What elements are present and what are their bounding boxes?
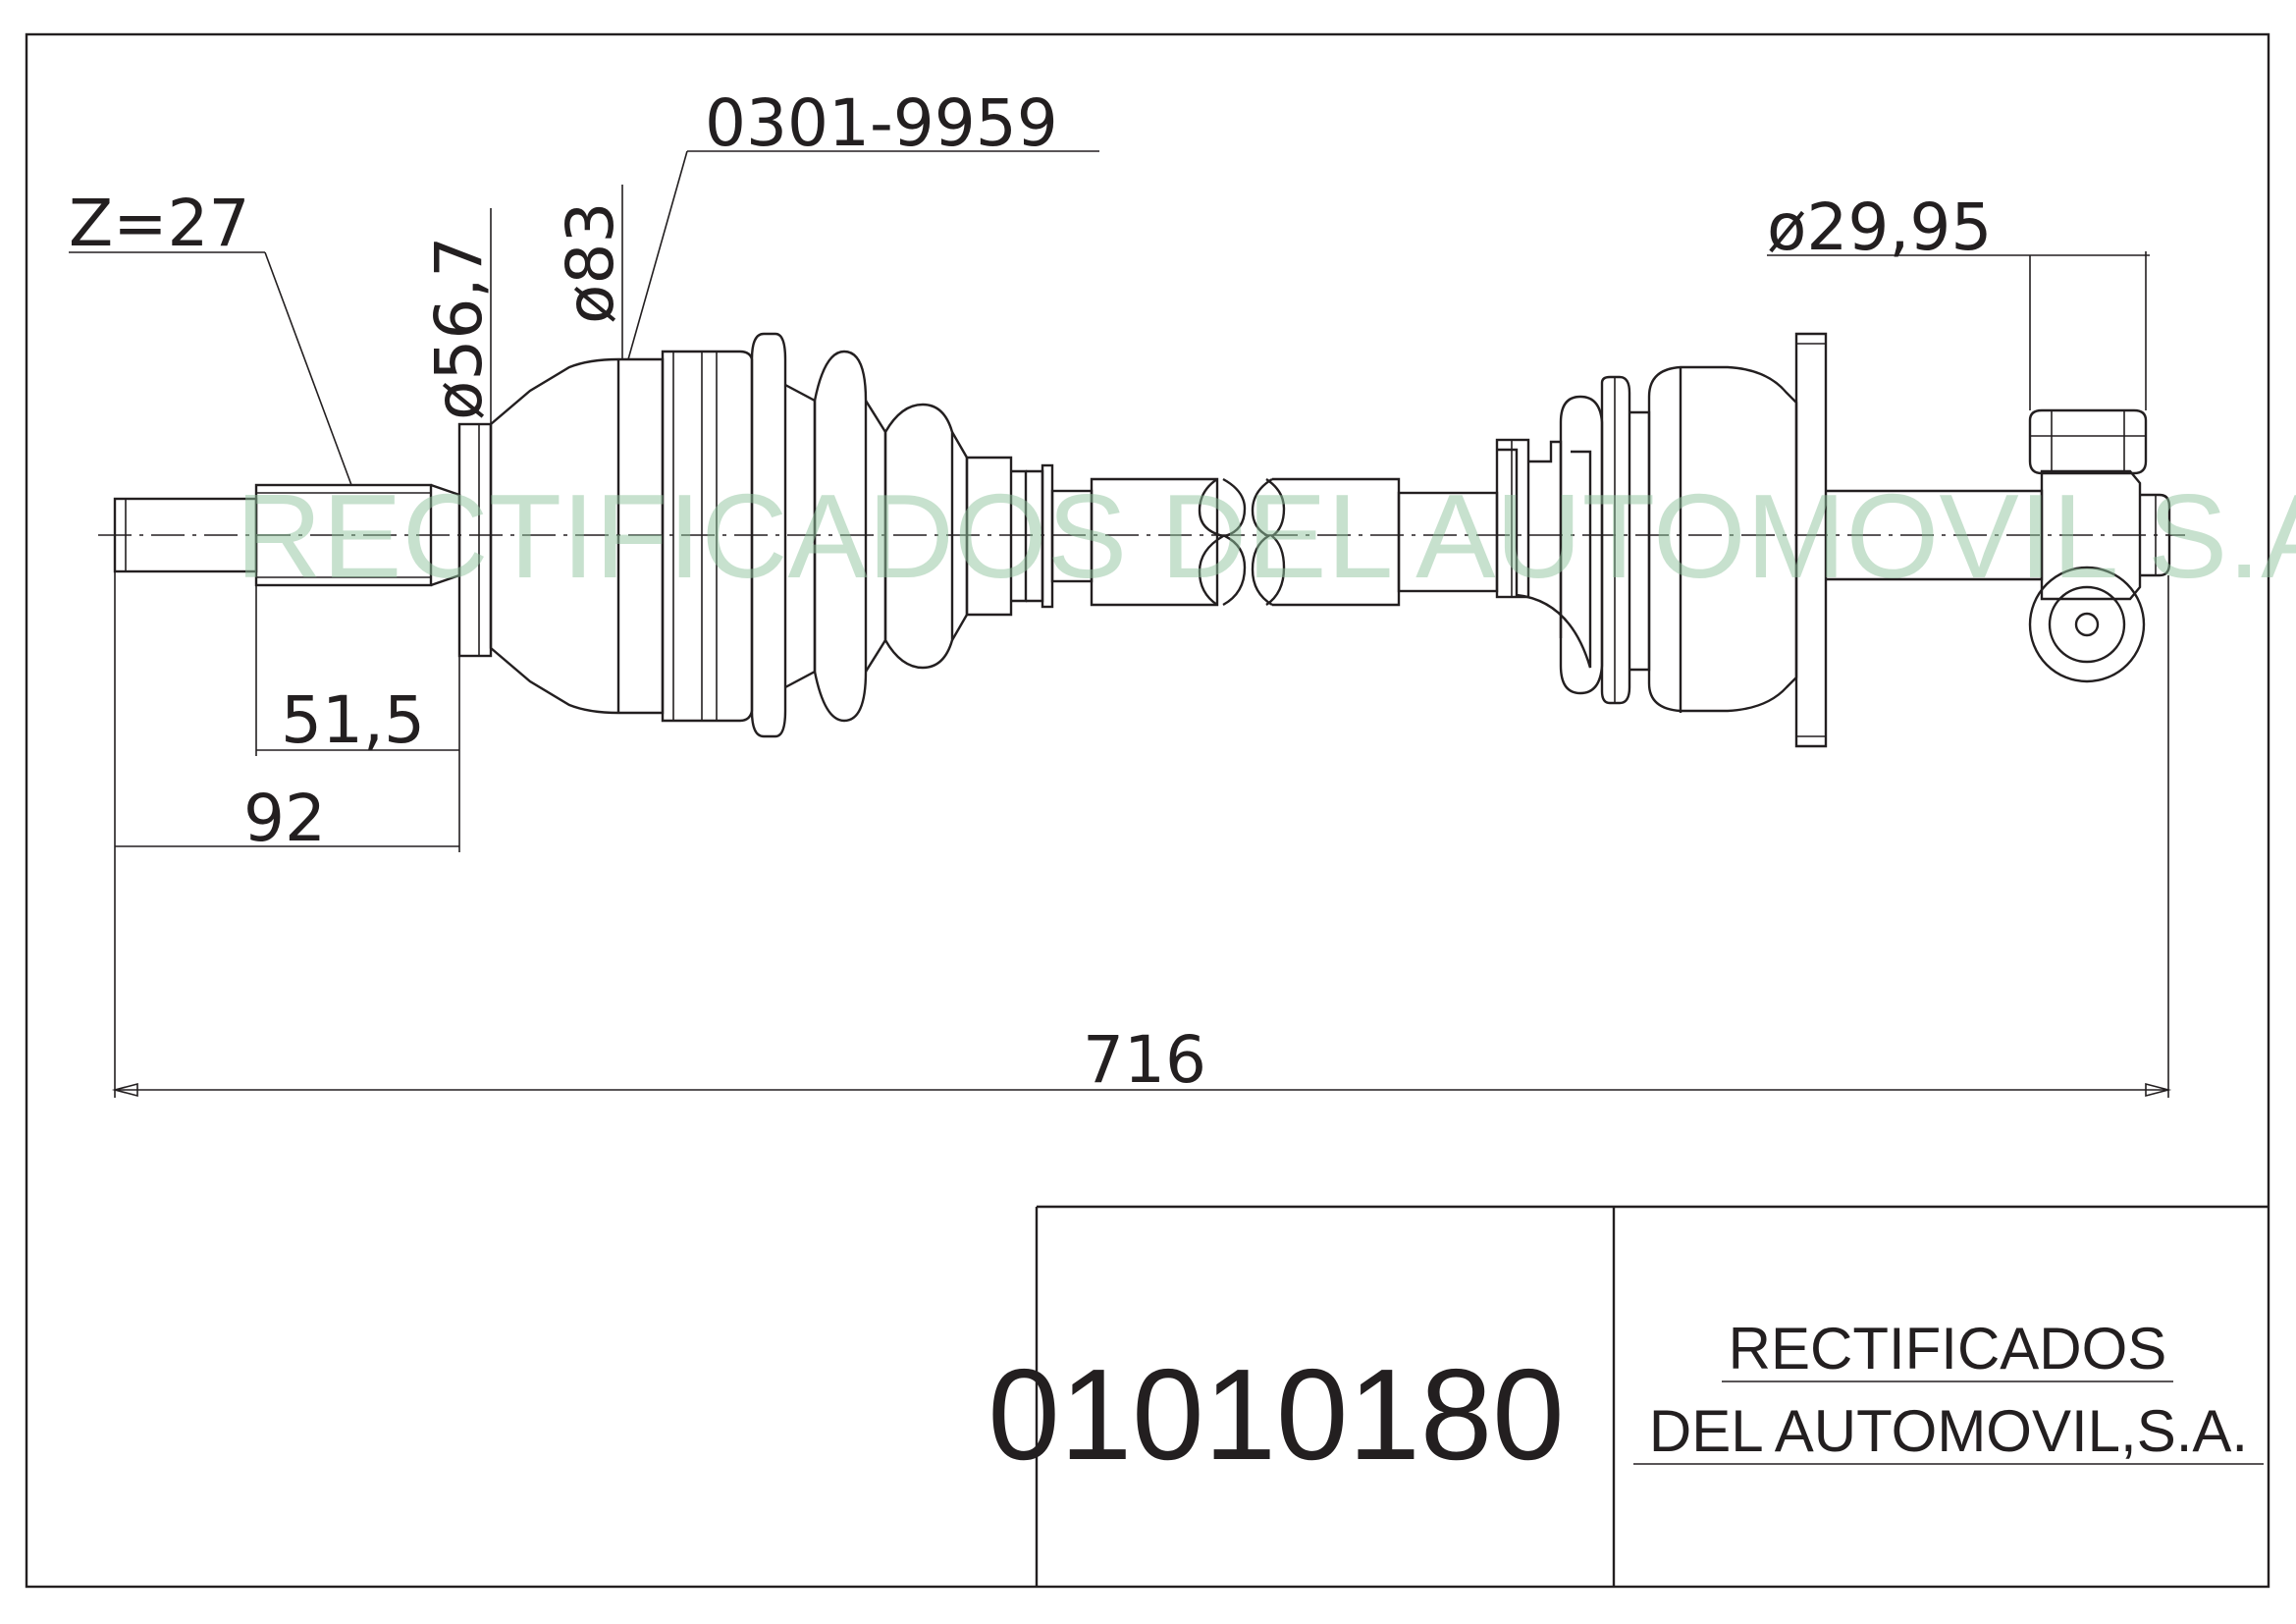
dim-boot-diameter: ø83 <box>553 202 628 324</box>
inner-boot <box>1495 332 1828 748</box>
hub-end <box>1826 408 2171 683</box>
dimension-lines <box>69 150 2172 1098</box>
company-name-line2: DEL AUTOMOVIL,S.A. <box>1649 1398 2248 1464</box>
dim-hub-diameter: ø29,95 <box>1767 189 1992 265</box>
title-block: 01010180 RECTIFICADOS DEL AUTOMOVIL,S.A. <box>988 1205 2269 1587</box>
dim-spline-teeth: Z=27 <box>69 186 250 261</box>
outer-boot <box>489 332 1054 738</box>
drawing-frame <box>25 32 2270 1589</box>
dim-stub-length: 92 <box>243 781 326 856</box>
dim-overall-length: 716 <box>1083 1022 1206 1098</box>
dim-collar-diameter: ø56,7 <box>421 237 497 420</box>
intermediate-shaft <box>1050 477 1499 607</box>
dim-spline-length: 51,5 <box>281 682 425 758</box>
part-number: 01010180 <box>988 1342 1564 1487</box>
company-name-line1: RECTIFICADOS <box>1729 1316 2167 1381</box>
dim-reference: 0301-9959 <box>705 85 1058 161</box>
watermark: RECTIFICADOS DEL AUTOMOVIL S.A <box>236 469 2296 603</box>
